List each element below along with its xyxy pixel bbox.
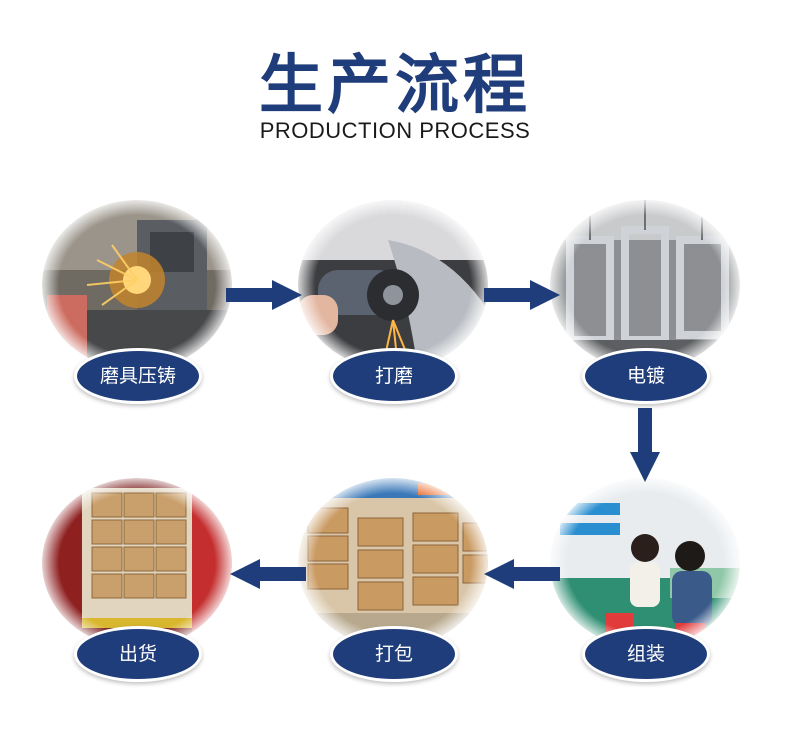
shipping-photo (42, 478, 232, 648)
process-step-die-casting: 磨具压铸 (42, 200, 232, 404)
arrow-down-icon (630, 408, 660, 482)
process-step-electroplating: 电镀 (550, 200, 740, 404)
grinding-photo (298, 200, 488, 370)
arrow-left-icon (230, 559, 306, 589)
process-step-assembly: 组装 (550, 478, 740, 682)
process-step-shipping: 出货 (42, 478, 232, 682)
arrow-right-icon (226, 280, 302, 310)
step-label: 打磨 (330, 348, 458, 404)
die-casting-photo (42, 200, 232, 370)
assembly-photo (550, 478, 740, 648)
step-label: 组装 (582, 626, 710, 682)
step-label: 打包 (330, 626, 458, 682)
page-title: 生产流程 (259, 49, 531, 123)
packing-photo (298, 478, 488, 648)
process-step-packing: 打包 (298, 478, 488, 682)
electroplating-photo (550, 200, 740, 370)
arrow-right-icon (484, 280, 560, 310)
step-label: 磨具压铸 (74, 348, 202, 404)
step-label: 出货 (74, 626, 202, 682)
process-step-grinding: 打磨 (298, 200, 488, 404)
arrow-left-icon (484, 559, 560, 589)
step-label: 电镀 (582, 348, 710, 404)
page-subtitle: PRODUCTION PROCESS (259, 118, 531, 143)
